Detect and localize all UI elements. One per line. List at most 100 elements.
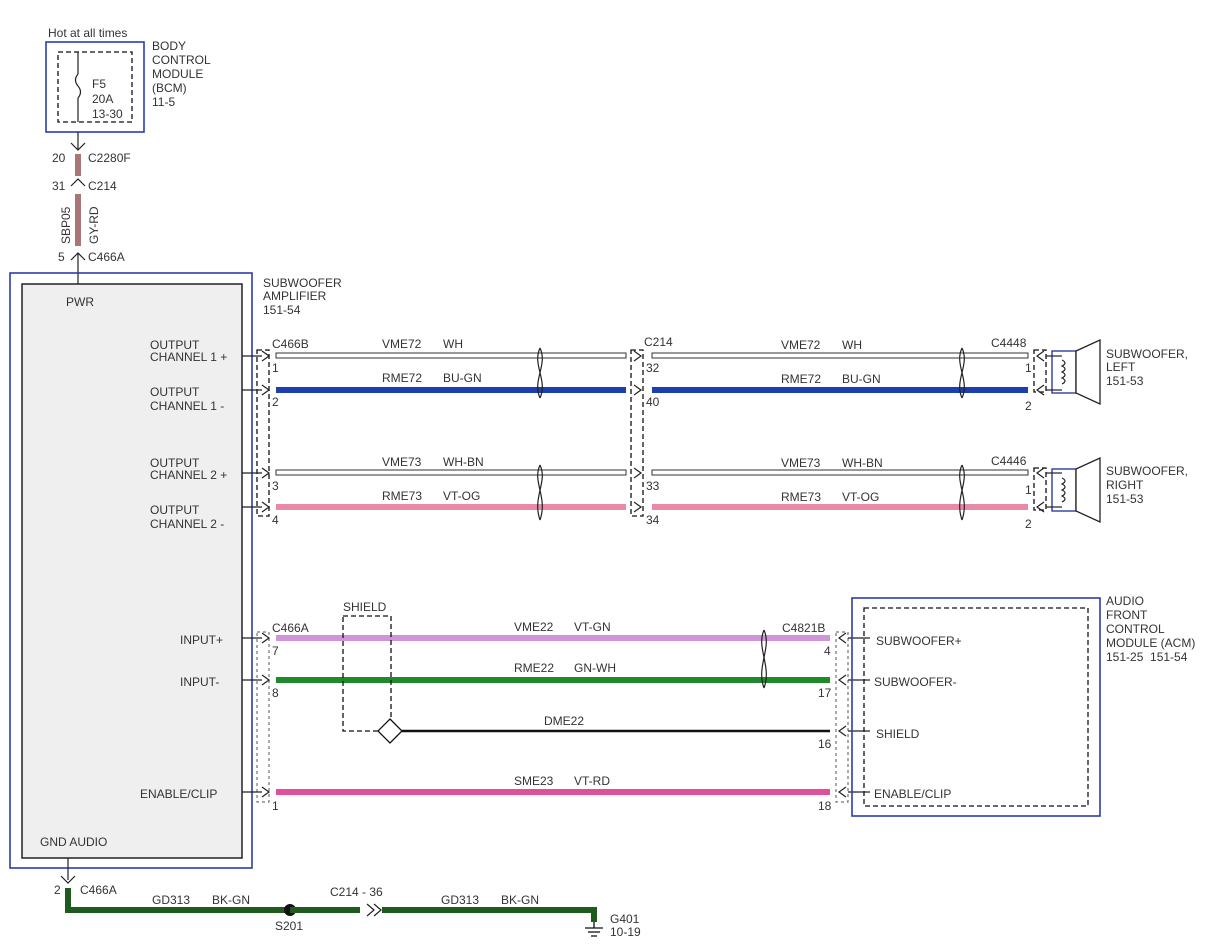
amp-enable-clip: ENABLE/CLIP bbox=[140, 787, 217, 801]
conn-c466a-pwr: C466A bbox=[88, 250, 125, 264]
shield-junction-icon bbox=[377, 718, 403, 744]
conn-c2280f: C2280F bbox=[88, 151, 131, 165]
twisted-pair-icon bbox=[537, 347, 965, 521]
w3-color: WH-BN bbox=[443, 455, 484, 469]
subwoofer-left: SUBWOOFER, LEFT 151-53 bbox=[1046, 338, 1188, 406]
conn-c4446: C4446 bbox=[991, 454, 1027, 468]
shield-box bbox=[342, 615, 392, 732]
w4-pin-a: 4 bbox=[272, 513, 279, 527]
acm-name-5: 151-25 151-54 bbox=[1106, 650, 1188, 664]
fuse-ref: 13-30 bbox=[92, 107, 123, 121]
w4-color-r: VT-OG bbox=[842, 490, 879, 504]
w3-color-r: WH-BN bbox=[842, 456, 883, 470]
bcm-name-4: (BCM) bbox=[152, 81, 187, 95]
w1-color: WH bbox=[443, 337, 463, 351]
bcm-name-3: MODULE bbox=[152, 67, 203, 81]
w1-color-r: WH bbox=[842, 338, 862, 352]
w6-color: GN-WH bbox=[574, 661, 616, 675]
w3-pin-c: 1 bbox=[1025, 483, 1032, 497]
amp-name-3: 151-54 bbox=[263, 303, 301, 317]
wire-color-gy-rd: GY-RD bbox=[87, 206, 101, 244]
w2-pin-c: 2 bbox=[1025, 399, 1032, 413]
acm-pin-shield: SHIELD bbox=[876, 727, 920, 741]
ground-symbol-icon bbox=[585, 922, 603, 937]
c4448-bracket bbox=[1033, 349, 1047, 393]
w1-pin-b: 32 bbox=[646, 361, 660, 375]
conn-c4448: C4448 bbox=[991, 336, 1027, 350]
spk-right-2: RIGHT bbox=[1106, 478, 1144, 492]
wire-gy-rd-1 bbox=[75, 154, 81, 176]
w6-circuit: RME22 bbox=[514, 661, 554, 675]
conn-c214-out: C214 bbox=[644, 335, 673, 349]
w3-circuit: VME73 bbox=[382, 455, 422, 469]
amp-name-1: SUBWOOFER bbox=[263, 276, 342, 290]
bcm-module: Hot at all times F5 20A 13-30 BODY CONTR… bbox=[45, 26, 211, 133]
conn-c466b: C466B bbox=[272, 337, 309, 351]
c214-bracket bbox=[630, 349, 644, 517]
wire-gd313-a bbox=[65, 888, 290, 913]
amp-out1p-2: CHANNEL 1 + bbox=[150, 350, 227, 364]
pin-5: 5 bbox=[58, 250, 65, 264]
w4-color: VT-OG bbox=[443, 489, 480, 503]
conn-c214-pwr: C214 bbox=[88, 179, 117, 193]
amp-out2p-2: CHANNEL 2 + bbox=[150, 468, 227, 482]
spk-left-1: SUBWOOFER, bbox=[1106, 347, 1188, 361]
fuse-icon bbox=[74, 73, 82, 99]
gnd-circuit-b: GD313 bbox=[441, 893, 479, 907]
amp-out2p-1: OUTPUT bbox=[150, 456, 200, 470]
connector-c2280f-icon bbox=[70, 142, 86, 151]
splice-sbp05: SBP05 bbox=[59, 206, 73, 244]
w8-pin-b: 18 bbox=[818, 799, 832, 813]
w5-color: VT-GN bbox=[574, 620, 611, 634]
output-wiring: C466B C214 C4448 C4446 VME72 WH VME72 WH… bbox=[242, 335, 1047, 531]
speaker-left-icon bbox=[1075, 338, 1101, 406]
acm-name-4: MODULE (ACM) bbox=[1106, 636, 1195, 650]
acm-name-1: AUDIO bbox=[1106, 594, 1144, 608]
shield-label: SHIELD bbox=[343, 600, 387, 614]
wire-vme73 bbox=[275, 469, 1029, 476]
w2-circuit: RME72 bbox=[382, 371, 422, 385]
w5-pin-b: 4 bbox=[824, 644, 831, 658]
w7-circuit: DME22 bbox=[544, 714, 584, 728]
w3-circuit-r: VME73 bbox=[781, 456, 821, 470]
w4-pin-c: 2 bbox=[1025, 517, 1032, 531]
amp-pwr-label: PWR bbox=[66, 295, 94, 309]
pin-31: 31 bbox=[52, 179, 66, 193]
bcm-name-1: BODY bbox=[152, 39, 186, 53]
connector-c214-icon bbox=[70, 178, 86, 187]
gnd-conn: C466A bbox=[80, 883, 117, 897]
spk-left-3: 151-53 bbox=[1106, 374, 1144, 388]
amp-out1m-1: OUTPUT bbox=[150, 385, 200, 399]
bcm-name-2: CONTROL bbox=[152, 53, 211, 67]
w2-pin-b: 40 bbox=[646, 395, 660, 409]
wire-gy-rd-2 bbox=[75, 194, 81, 246]
w2-pin-a: 2 bbox=[272, 395, 279, 409]
w8-circuit: SME23 bbox=[514, 774, 554, 788]
acm-name-2: FRONT bbox=[1106, 608, 1148, 622]
power-feed: 20 C2280F 31 C214 SBP05 GY-RD 5 C466A bbox=[52, 132, 131, 284]
fuse-name: F5 bbox=[92, 77, 106, 91]
splice-s201: S201 bbox=[275, 919, 303, 933]
w4-circuit-r: RME73 bbox=[781, 490, 821, 504]
c4446-bracket bbox=[1033, 467, 1047, 511]
w1-circuit-r: VME72 bbox=[781, 338, 821, 352]
amp-name-2: AMPLIFIER bbox=[263, 289, 327, 303]
acm-name-3: CONTROL bbox=[1106, 622, 1165, 636]
w2-color-r: BU-GN bbox=[842, 372, 881, 386]
wire-sme23 bbox=[276, 789, 830, 795]
amp-input-minus: INPUT- bbox=[180, 675, 219, 689]
w2-color: BU-GN bbox=[443, 371, 482, 385]
connector-c466a-gnd-icon bbox=[60, 875, 76, 884]
gnd-color-b: BK-GN bbox=[501, 893, 539, 907]
gnd-color-a: BK-GN bbox=[212, 893, 250, 907]
w4-circuit: RME73 bbox=[382, 489, 422, 503]
acm-pin-sub-plus: SUBWOOFER+ bbox=[876, 634, 962, 648]
spk-right-1: SUBWOOFER, bbox=[1106, 464, 1188, 478]
w1-pin-a: 1 bbox=[272, 361, 279, 375]
pin-20: 20 bbox=[52, 151, 66, 165]
bcm-name-5: 11-5 bbox=[152, 95, 175, 109]
audio-front-control-module: SUBWOOFER+ SUBWOOFER- SHIELD ENABLE/CLIP… bbox=[851, 594, 1195, 817]
spk-left-2: LEFT bbox=[1106, 360, 1136, 374]
w7-pin-b: 16 bbox=[818, 737, 832, 751]
